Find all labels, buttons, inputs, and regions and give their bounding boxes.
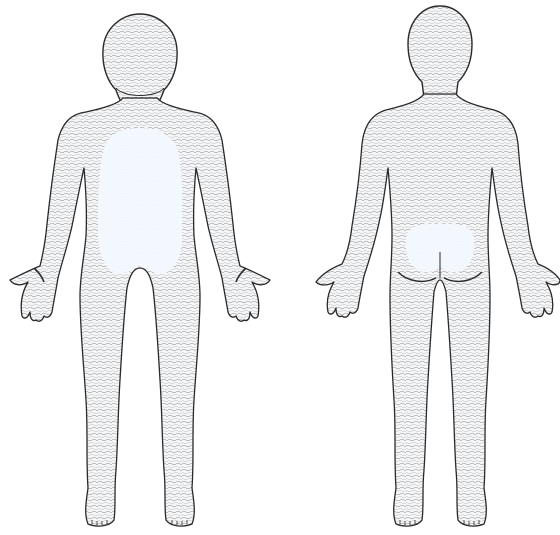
back-head xyxy=(408,6,472,98)
front-head xyxy=(103,14,177,104)
front-torso-highlight xyxy=(98,128,182,274)
front-view-figure xyxy=(10,14,270,526)
back-body xyxy=(316,94,560,526)
back-view-figure xyxy=(316,6,560,526)
